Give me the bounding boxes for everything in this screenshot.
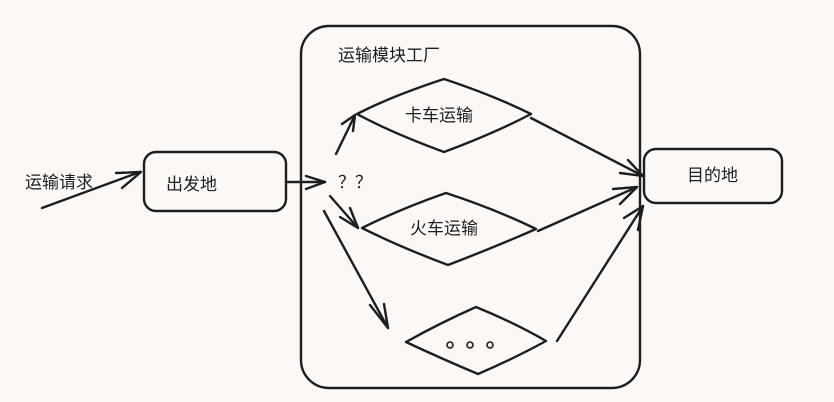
truck-to-destination-arrow <box>529 116 645 178</box>
decision-label: ？？ <box>338 173 372 193</box>
more-node <box>404 305 548 376</box>
truck-label: 卡车运输 <box>405 106 473 126</box>
origin-label: 出发地 <box>166 175 217 195</box>
destination-node <box>642 147 784 205</box>
decision-to-more-arrow <box>322 209 390 330</box>
more-to-destination-arrow <box>555 204 645 343</box>
truck-node <box>355 77 533 154</box>
decision-to-train-arrow <box>328 194 360 230</box>
origin-to-decision-arrow <box>284 174 327 191</box>
destination-label: 目的地 <box>687 166 738 186</box>
decision-to-truck-arrow <box>334 113 357 156</box>
request-label: 运输请求 <box>25 173 93 193</box>
more-ellipsis <box>446 341 494 349</box>
train-node <box>360 191 538 267</box>
train-to-destination-arrow <box>536 185 639 233</box>
request-arrow <box>40 170 143 210</box>
factory-title: 运输模块工厂 <box>338 46 440 66</box>
train-label: 火车运输 <box>410 219 478 239</box>
